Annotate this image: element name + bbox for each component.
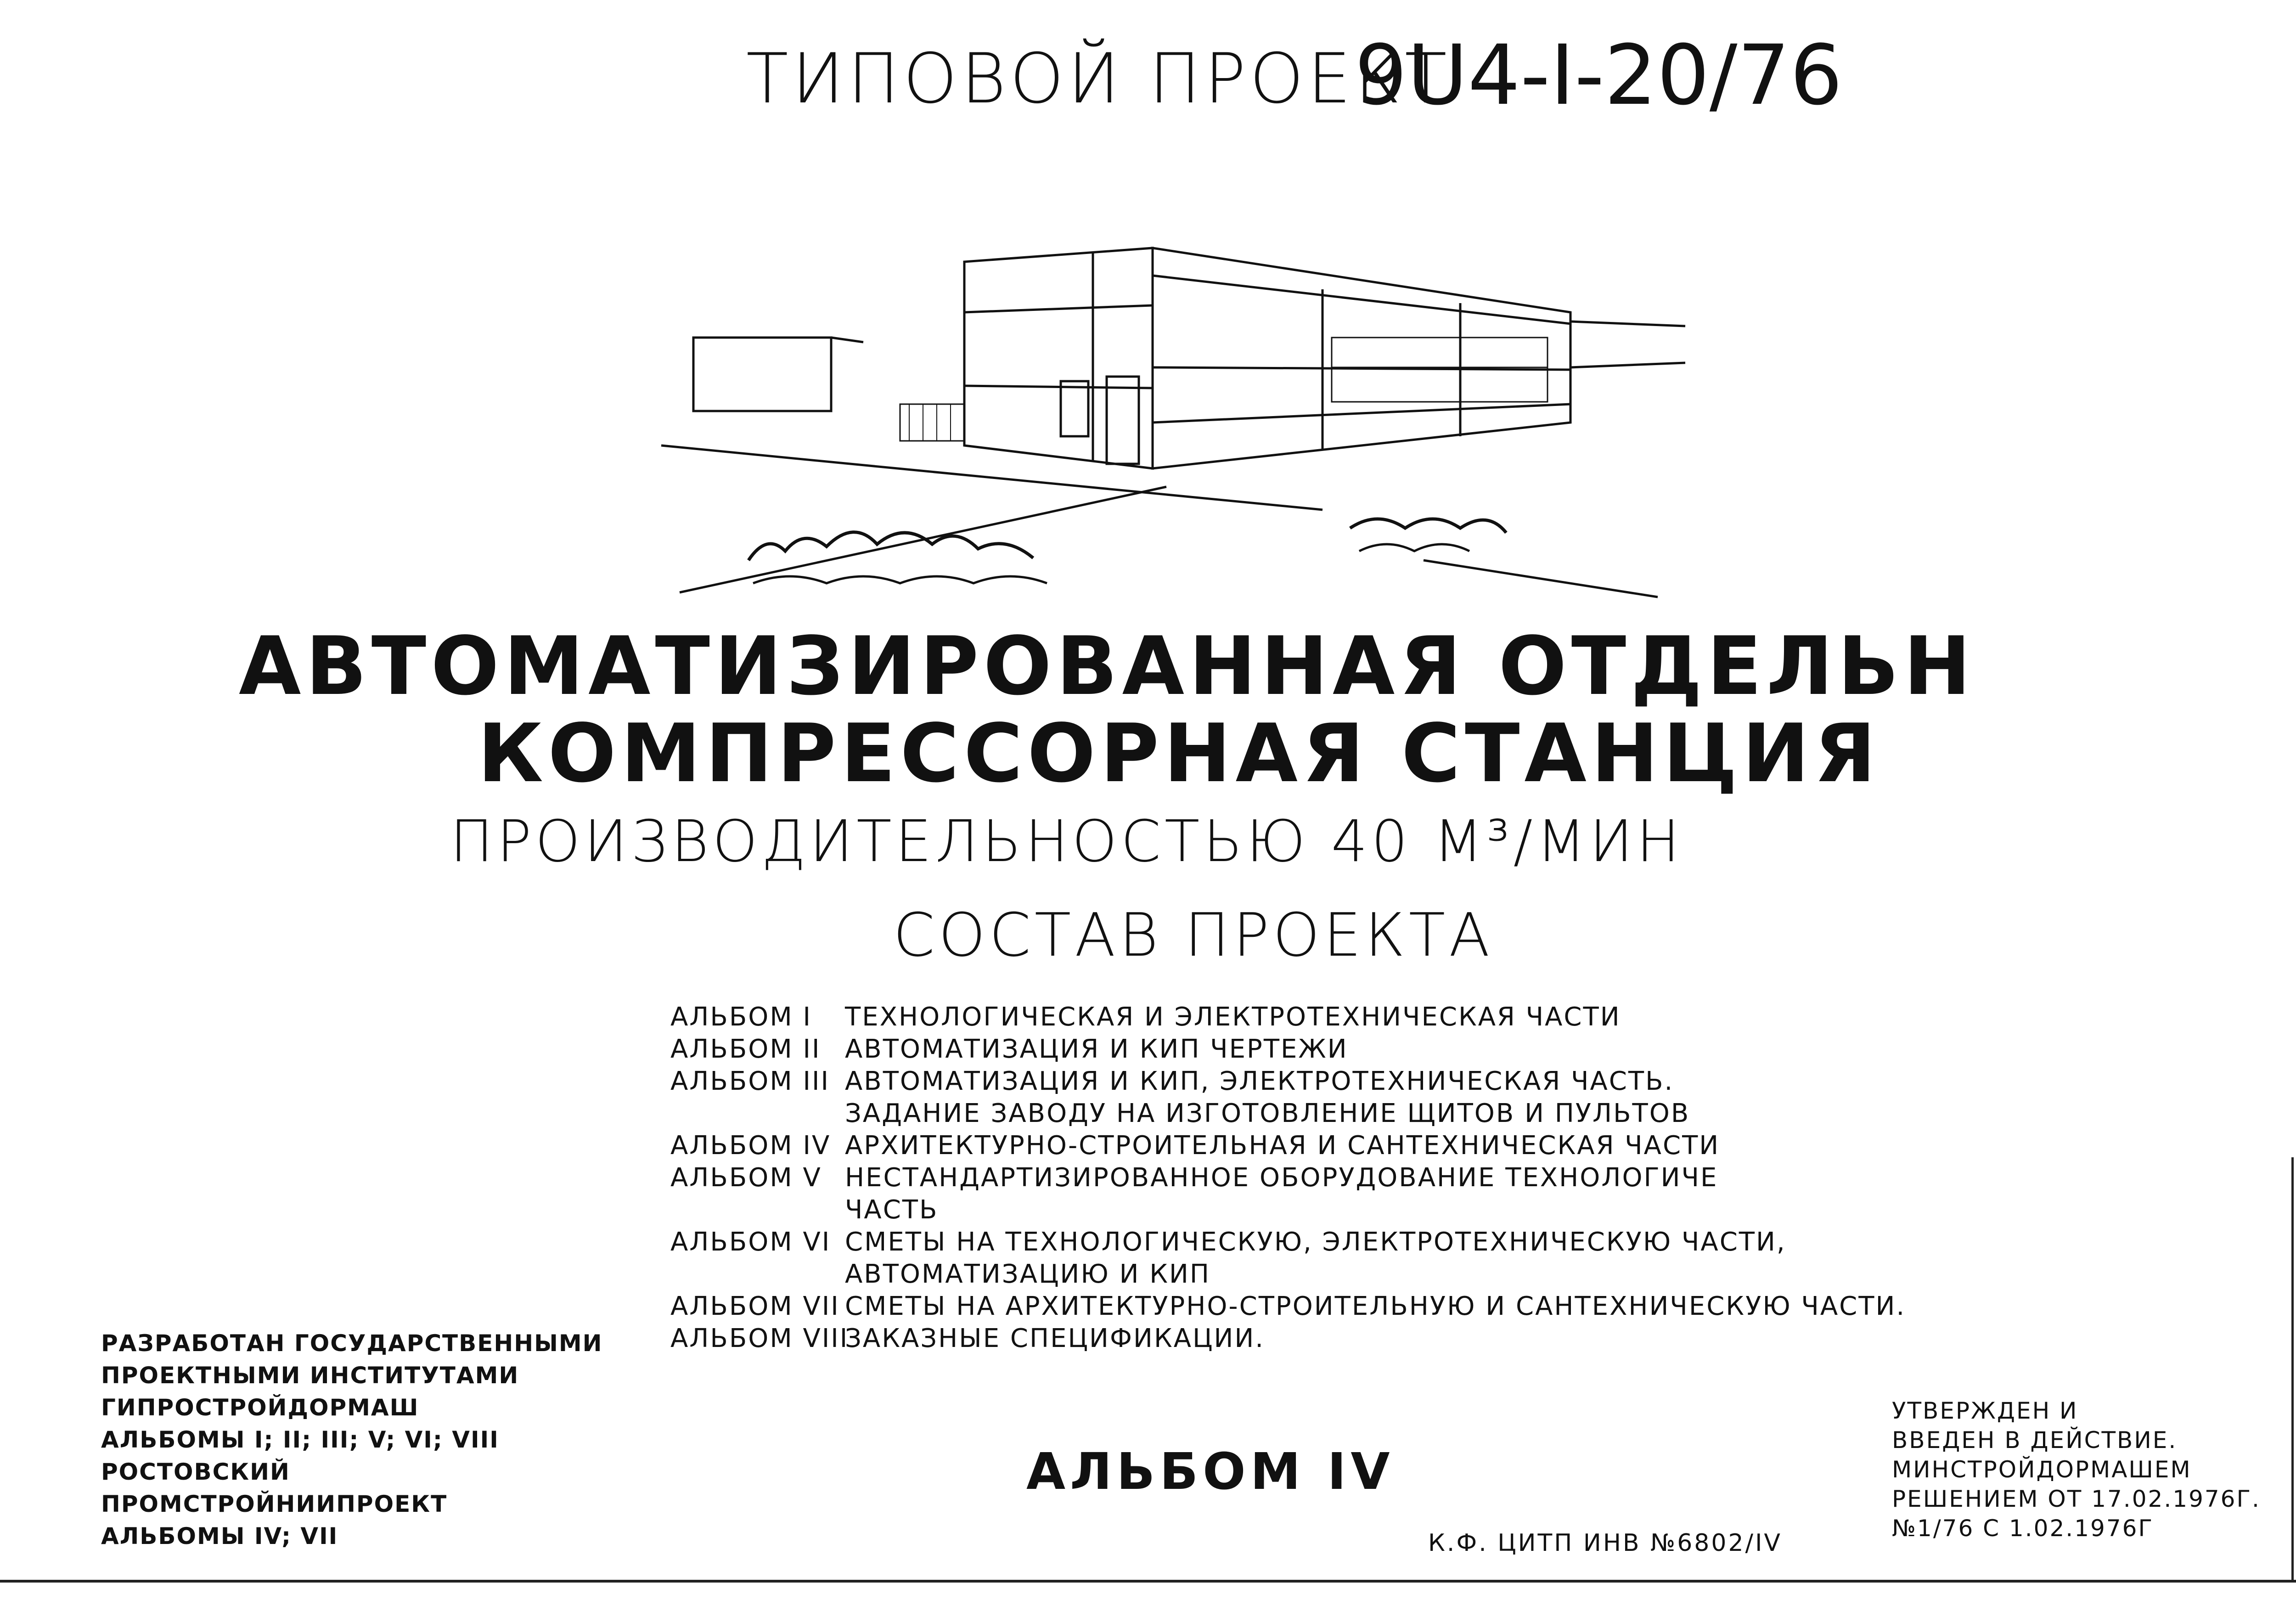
project-type-label: ТИПОВОЙ ПРОЕКТ xyxy=(746,39,1451,119)
developer-line: АЛЬБОМЫ I; II; III; V; VI; VIII xyxy=(101,1426,499,1453)
inventory-number: К.Ф. ЦИТП ИНВ №6802/IV xyxy=(1428,1529,1782,1557)
developer-line: ПРОЕКТНЫМИ ИНСТИТУТАМИ xyxy=(101,1362,519,1389)
album-description: НЕСТАНДАРТИЗИРОВАННОЕ ОБОРУДОВАНИЕ ТЕХНО… xyxy=(845,1163,1718,1193)
album-description: СМЕТЫ НА АРХИТЕКТУРНО-СТРОИТЕЛЬНУЮ И САН… xyxy=(845,1291,1906,1321)
album-key: АЛЬБОМ V xyxy=(670,1163,822,1193)
current-album-label: АЛЬБОМ IV xyxy=(1026,1442,1395,1501)
album-row: АЛЬБОМ I ТЕХНОЛОГИЧЕСКАЯ И ЭЛЕКТРОТЕХНИЧЕ… xyxy=(670,1001,1906,1033)
approval-line: УТВЕРЖДЕН И xyxy=(1892,1397,2078,1424)
frame-rule-right xyxy=(2291,1157,2294,1580)
developer-block: РАЗРАБОТАН ГОСУДАРСТВЕННЫМИ ПРОЕКТНЫМИ И… xyxy=(101,1327,603,1552)
frame-rule-bottom xyxy=(0,1580,2296,1583)
album-description: АВТОМАТИЗАЦИЯ И КИП, ЭЛЕКТРОТЕХНИЧЕСКАЯ … xyxy=(845,1066,1674,1096)
album-key: АЛЬБОМ IV xyxy=(670,1131,831,1161)
album-description: АВТОМАТИЗАЦИЯ И КИП ЧЕРТЕЖИ xyxy=(845,1034,1348,1064)
album-description: АВТОМАТИЗАЦИЮ И КИП xyxy=(845,1259,1211,1289)
album-row: АЛЬБОМ III АВТОМАТИЗАЦИЯ И КИП, ЭЛЕКТРОТЕ… xyxy=(670,1065,1906,1098)
album-key: АЛЬБОМ VIII xyxy=(670,1324,849,1353)
album-row: АВТОМАТИЗАЦИЮ И КИП xyxy=(670,1258,1906,1290)
album-list: АЛЬБОМ I ТЕХНОЛОГИЧЕСКАЯ И ЭЛЕКТРОТЕХНИЧЕ… xyxy=(670,1001,1906,1355)
album-key xyxy=(670,1258,845,1290)
developer-line: РОСТОВСКИЙ xyxy=(101,1459,290,1485)
approval-line: РЕШЕНИЕМ ОТ 17.02.1976Г. xyxy=(1892,1486,2261,1512)
album-row: АЛЬБОМ V НЕСТАНДАРТИЗИРОВАННОЕ ОБОРУДОВАН… xyxy=(670,1162,1906,1194)
album-description: ЗАКАЗНЫЕ СПЕЦИФИКАЦИИ. xyxy=(845,1324,1265,1353)
project-code: 9U4-I-20/76 xyxy=(1355,28,1843,124)
developer-line: ГИПРОСТРОЙДОРМАШ xyxy=(101,1394,419,1421)
album-key: АЛЬБОМ VI xyxy=(670,1227,831,1257)
approval-line: №1/76 С 1.02.1976Г xyxy=(1892,1515,2154,1542)
album-row: АЛЬБОМ II АВТОМАТИЗАЦИЯ И КИП ЧЕРТЕЖИ xyxy=(670,1033,1906,1065)
album-key xyxy=(670,1194,845,1226)
album-description: АРХИТЕКТУРНО-СТРОИТЕЛЬНАЯ И САНТЕХНИЧЕСК… xyxy=(845,1131,1720,1161)
capacity-subtitle: ПРОИЗВОДИТЕЛЬНОСТЬЮ 40 М³/МИН xyxy=(450,808,1683,875)
album-row: ЧАСТЬ xyxy=(670,1194,1906,1226)
album-row: АЛЬБОМ VI СМЕТЫ НА ТЕХНОЛОГИЧЕСКУЮ, ЭЛЕКТ… xyxy=(670,1226,1906,1258)
album-description: ЗАДАНИЕ ЗАВОДУ НА ИЗГОТОВЛЕНИЕ ЩИТОВ И П… xyxy=(845,1099,1690,1128)
developer-line: АЛЬБОМЫ IV; VII xyxy=(101,1523,338,1549)
composition-heading: СОСТАВ ПРОЕКТА xyxy=(893,900,1494,970)
title-line-2: КОМПРЕССОРНАЯ СТАНЦИЯ xyxy=(478,707,1880,800)
album-row: АЛЬБОМ IV АРХИТЕКТУРНО-СТРОИТЕЛЬНАЯ И САН… xyxy=(670,1130,1906,1162)
album-key: АЛЬБОМ VII xyxy=(670,1291,840,1321)
album-row: ЗАДАНИЕ ЗАВОДУ НА ИЗГОТОВЛЕНИЕ ЩИТОВ И П… xyxy=(670,1098,1906,1130)
approval-block: УТВЕРЖДЕН И ВВЕДЕН В ДЕЙСТВИЕ. МИНСТРОЙД… xyxy=(1892,1396,2261,1543)
title-line-1: АВТОМАТИЗИРОВАННАЯ ОТДЕЛЬН xyxy=(239,620,1975,713)
approval-line: МИНСТРОЙДОРМАШЕМ xyxy=(1892,1456,2192,1483)
approval-line: ВВЕДЕН В ДЕЙСТВИЕ. xyxy=(1892,1427,2178,1454)
album-description: ЧАСТЬ xyxy=(845,1195,939,1225)
album-key: АЛЬБОМ II xyxy=(670,1034,821,1064)
album-key: АЛЬБОМ III xyxy=(670,1066,830,1096)
building-illustration xyxy=(661,247,1686,598)
developer-line: ПРОМСТРОЙНИИПРОЕКТ xyxy=(101,1491,448,1517)
album-description: СМЕТЫ НА ТЕХНОЛОГИЧЕСКУЮ, ЭЛЕКТРОТЕХНИЧЕ… xyxy=(845,1227,1786,1257)
album-description: ТЕХНОЛОГИЧЕСКАЯ И ЭЛЕКТРОТЕХНИЧЕСКАЯ ЧАС… xyxy=(845,1002,1621,1032)
album-key: АЛЬБОМ I xyxy=(670,1002,812,1032)
album-key xyxy=(670,1098,845,1130)
developer-line: РАЗРАБОТАН ГОСУДАРСТВЕННЫМИ xyxy=(101,1330,603,1357)
